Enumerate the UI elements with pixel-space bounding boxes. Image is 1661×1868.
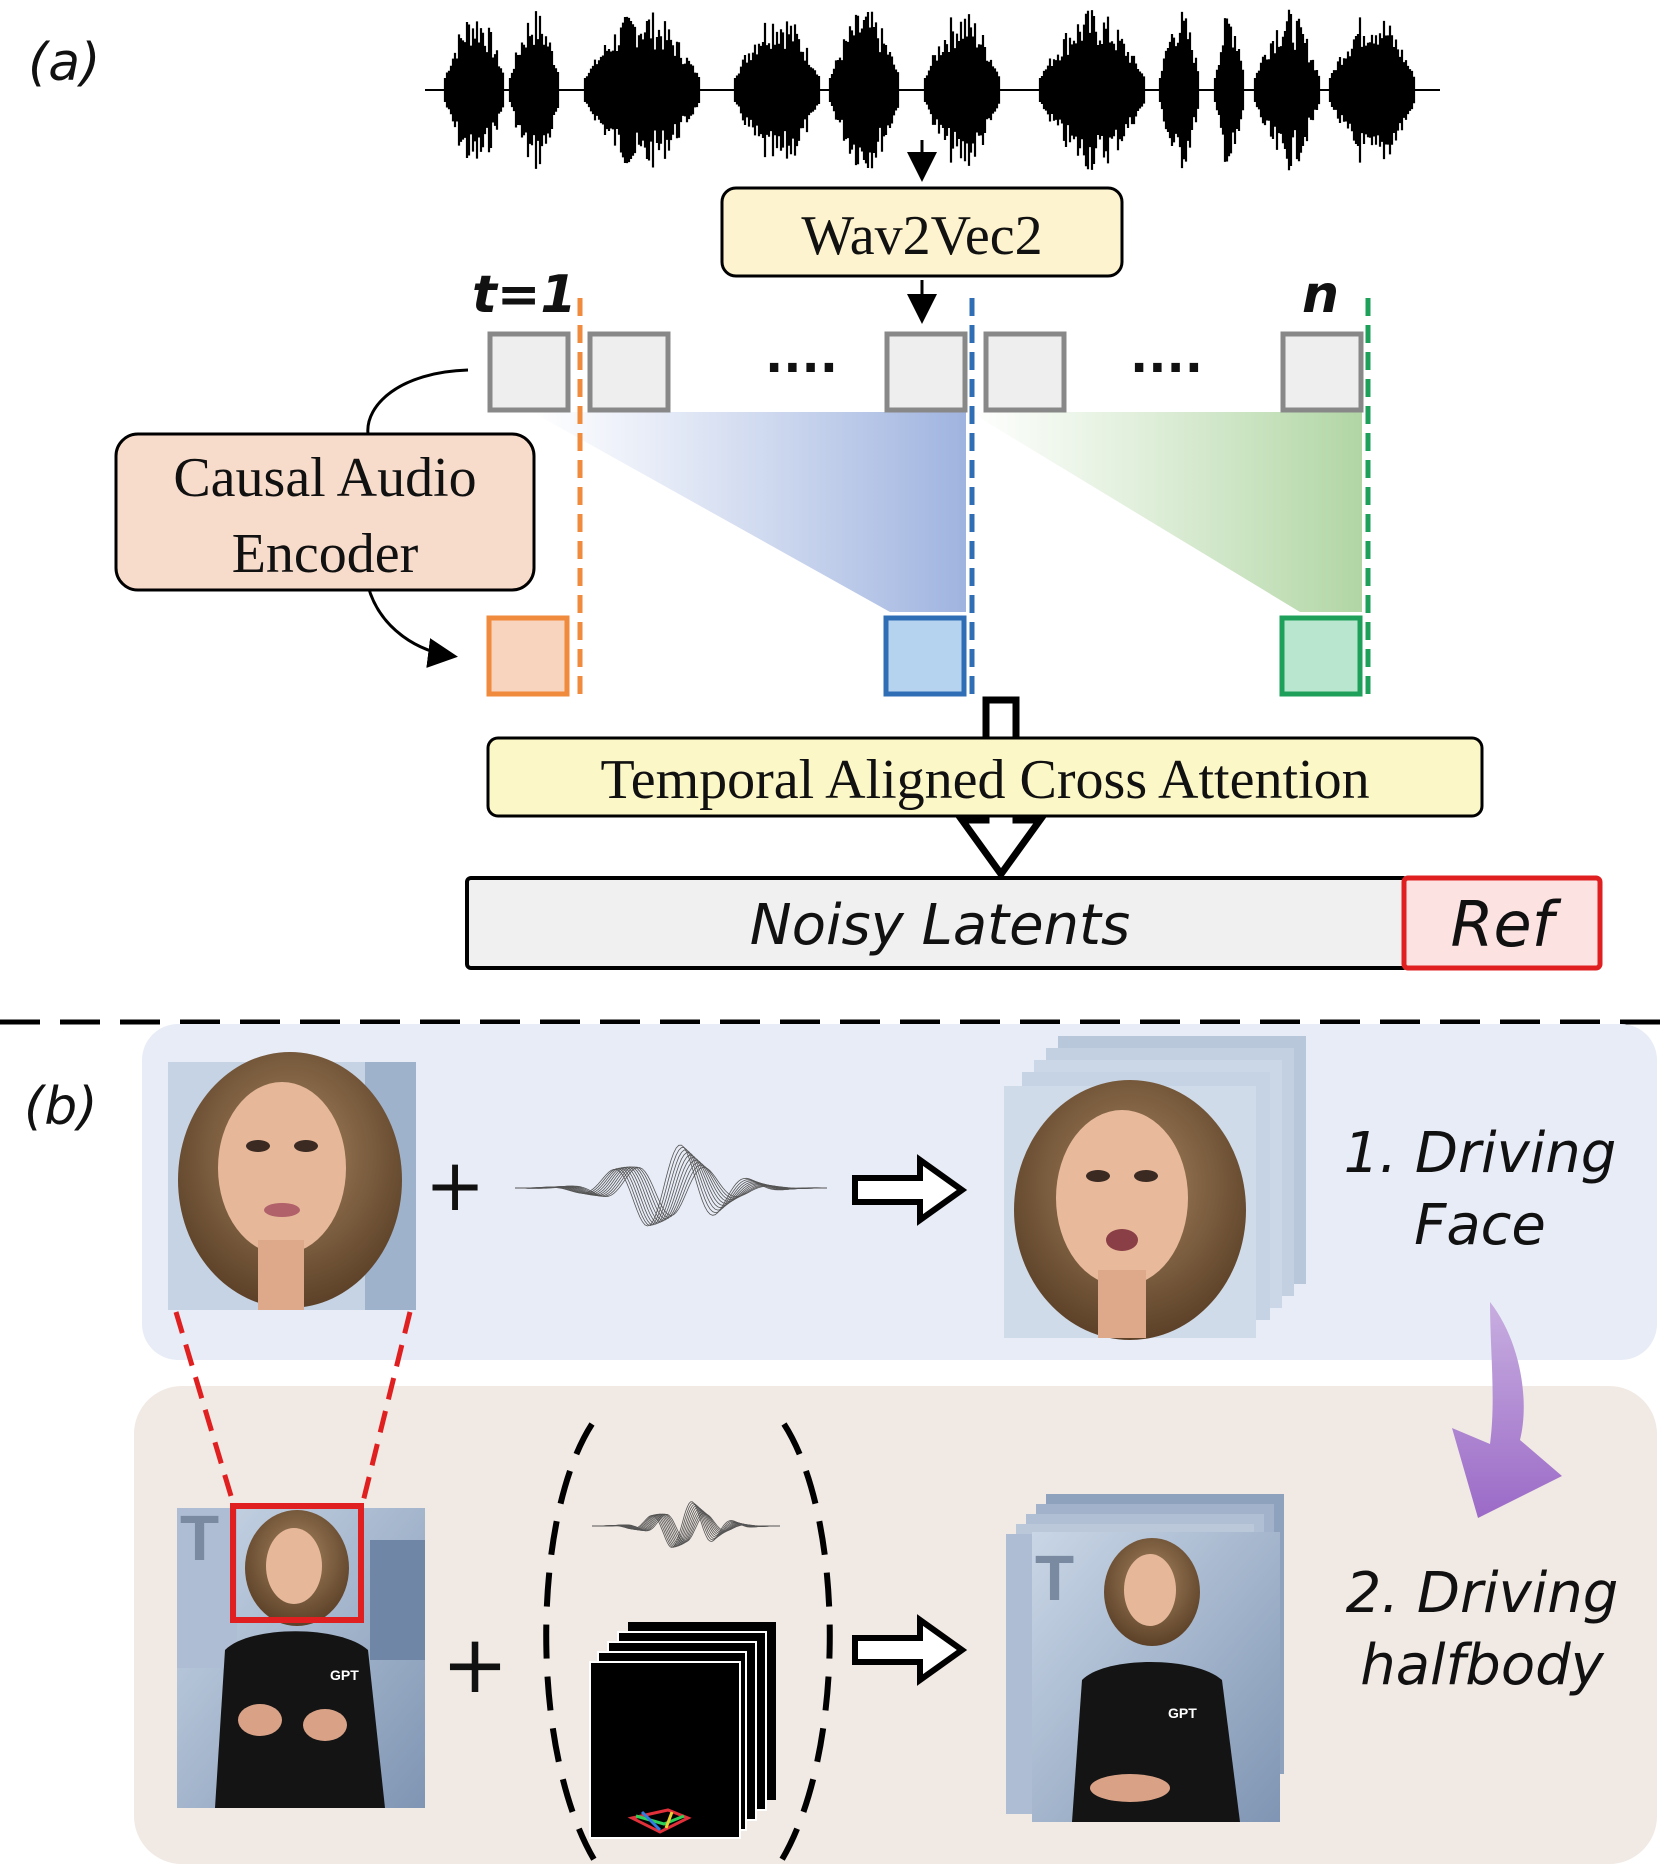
arrow-halfbody-output xyxy=(852,1614,968,1686)
step1-label-line1: 1. Driving xyxy=(1344,1121,1617,1186)
part-a-label: (a) xyxy=(28,33,100,93)
face-crop-box xyxy=(230,1503,364,1623)
step2-label-line2: halfbody xyxy=(1360,1633,1604,1698)
wave-line xyxy=(515,1154,827,1224)
plus-sign-face: + xyxy=(425,1143,485,1227)
driven-face-frames xyxy=(1004,1036,1306,1340)
causal-audio-encoder-box xyxy=(114,432,536,592)
step-transition-arrow xyxy=(1452,1302,1562,1518)
waveform-strokes xyxy=(443,9,1416,171)
bracket-right xyxy=(775,1422,833,1868)
attention-wedge-green xyxy=(970,412,1362,612)
audio-token-mid-next xyxy=(983,331,1067,413)
wave-line xyxy=(515,1144,827,1227)
audio-wave-icon-face xyxy=(514,1144,827,1227)
driven-halfbody-frames: T GPT xyxy=(1006,1494,1284,1822)
wave-line xyxy=(515,1157,827,1223)
encoder-label-line2: Encoder xyxy=(232,523,419,585)
noisy-latents-label: Noisy Latents xyxy=(750,893,1130,958)
plus-sign-halfbody: + xyxy=(441,1618,508,1711)
wav2vec-label: Wav2Vec2 xyxy=(801,205,1042,267)
wave-line xyxy=(515,1147,827,1227)
audio-wave-icon-halfbody xyxy=(591,1501,781,1548)
encoded-token-green xyxy=(1279,615,1363,697)
shirt-logo: GPT xyxy=(330,1667,359,1683)
audio-token-mid xyxy=(884,331,968,413)
ref-label: Ref xyxy=(1450,888,1561,961)
pose-map-frames xyxy=(589,1622,776,1839)
encoded-token-blue xyxy=(883,615,967,697)
part-b-label: (b) xyxy=(24,1077,98,1137)
cross-attention-box xyxy=(486,736,1484,818)
encoder-curve-bottom xyxy=(366,585,458,668)
encoder-label-line1: Causal Audio xyxy=(173,447,476,509)
svg-text:T: T xyxy=(180,1502,219,1574)
t-end-label: n xyxy=(1302,265,1339,325)
wav2vec-box xyxy=(720,186,1124,278)
step1-label-line2: Face xyxy=(1414,1193,1546,1258)
token-dots-2: .... xyxy=(1130,328,1203,384)
wave-line xyxy=(515,1149,827,1226)
audio-token-n xyxy=(1280,331,1364,413)
bracket-left xyxy=(543,1422,601,1868)
audio-waveform xyxy=(443,9,1416,171)
step2-label-line1: 2. Driving xyxy=(1346,1561,1619,1626)
reference-halfbody-image: T GPT xyxy=(177,1502,425,1808)
encoder-curve-top xyxy=(366,368,469,435)
wave-line xyxy=(592,1501,781,1548)
arrow-face-output xyxy=(852,1154,968,1226)
attention-wedge-blue xyxy=(532,412,966,612)
cross-attention-label: Temporal Aligned Cross Attention xyxy=(600,749,1369,811)
audio-token-1 xyxy=(487,331,571,413)
svg-text:T: T xyxy=(1035,1542,1074,1614)
t-start-label: t=1 xyxy=(472,265,577,325)
encoded-token-orange xyxy=(486,615,570,697)
audio-token-2 xyxy=(587,331,671,413)
token-dots-1: .... xyxy=(765,328,838,384)
ref-box xyxy=(1401,875,1603,971)
reference-face-image xyxy=(168,1052,416,1310)
shirt-logo-output: GPT xyxy=(1168,1705,1197,1721)
wave-line xyxy=(515,1152,827,1225)
